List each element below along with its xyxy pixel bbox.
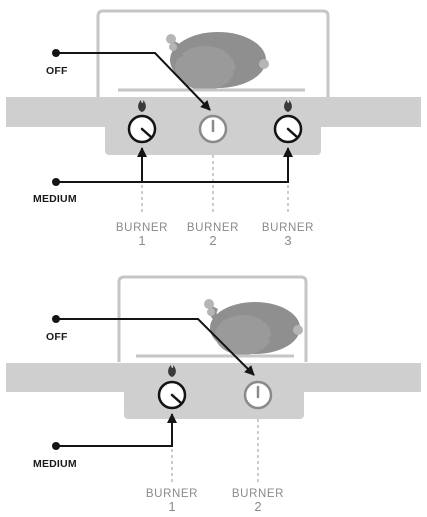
burner-1-label: BURNER — [146, 488, 198, 500]
off-callout-label: OFF — [46, 65, 68, 77]
burner-1-flame-icon — [138, 100, 146, 112]
burner-1-number: 1 — [138, 233, 145, 248]
roast-chicken-icon — [166, 32, 269, 90]
medium-callout-label: MEDIUM — [33, 458, 77, 470]
off-callout-label: OFF — [46, 331, 68, 343]
burner-2-label: BURNER — [187, 222, 239, 234]
burner-3-flame-icon — [284, 100, 292, 112]
burner-3-knob[interactable] — [273, 114, 303, 144]
burner-1-label: BURNER — [116, 222, 168, 234]
grill-lid — [96, 9, 330, 98]
roast-chicken-icon — [204, 299, 303, 355]
burner-2-knob[interactable] — [198, 114, 228, 144]
burner-3-label: BURNER — [262, 222, 314, 234]
burner-1-knob[interactable] — [157, 380, 187, 410]
burner-3-number: 3 — [284, 233, 291, 248]
medium-callout-line — [56, 413, 177, 447]
burner-2-knob[interactable] — [243, 380, 273, 410]
three-burner-grill-diagram: OFF MEDIUM BURNER 1 BURNER 2 BURNER 3 — [6, 9, 421, 248]
burner-1-knob[interactable] — [127, 114, 157, 144]
burner-1-flame-icon — [168, 365, 176, 377]
off-callout-arrow — [56, 52, 211, 111]
control-panel — [124, 363, 304, 419]
medium-callout-line — [56, 147, 293, 183]
burner-2-number: 2 — [254, 499, 261, 514]
grill-lid — [117, 275, 308, 362]
burner-2-number: 2 — [209, 233, 216, 248]
medium-callout-label: MEDIUM — [33, 193, 77, 205]
two-burner-grill-diagram: OFF MEDIUM BURNER 1 BURNER 2 — [6, 275, 421, 514]
burner-2-label: BURNER — [232, 488, 284, 500]
burner-1-number: 1 — [168, 499, 175, 514]
off-callout-arrow — [56, 318, 255, 376]
